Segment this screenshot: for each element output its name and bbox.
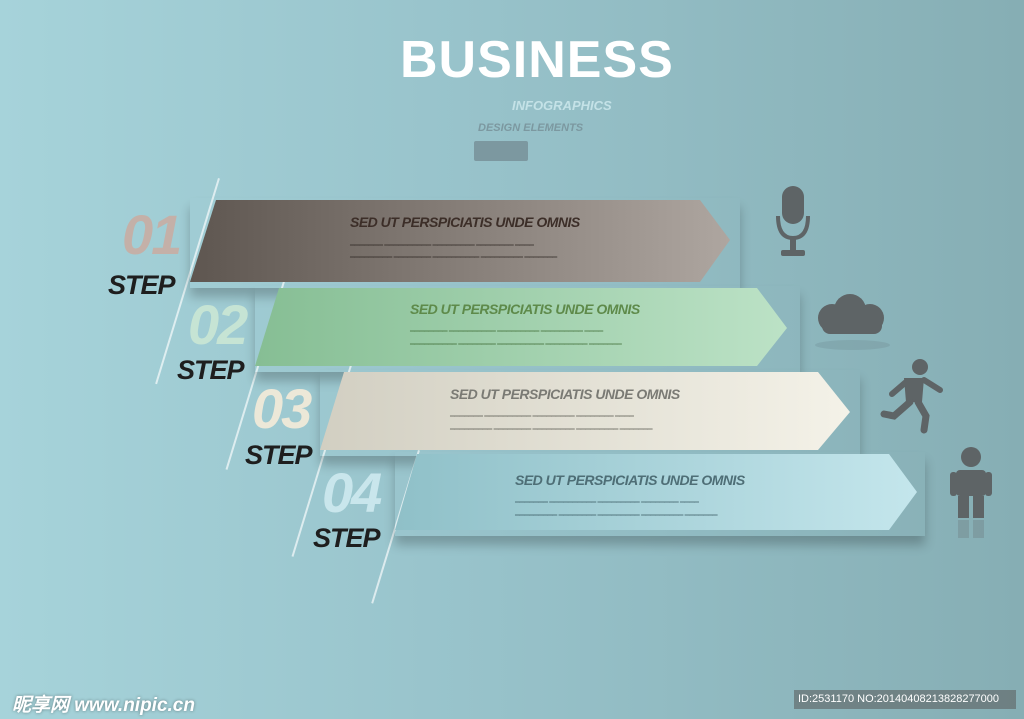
step-3-banner <box>320 372 850 450</box>
step-1-number: 01 <box>122 203 182 266</box>
page-title: BUSINESS <box>400 31 674 89</box>
step-4-number: 04 <box>322 461 382 524</box>
page-subtitle: INFOGRAPHICS <box>512 98 612 113</box>
standing-person-icon <box>950 447 992 538</box>
step-4-text-line: ═════════ ════════ ═════════ ═════════ ═… <box>515 512 718 519</box>
step-2-label: STEP <box>177 355 245 385</box>
step-1-label: STEP <box>108 270 176 300</box>
page-tagline: DESIGN ELEMENTS <box>478 122 584 134</box>
watermark-site: 昵享网 www.nipic.cn <box>12 695 195 716</box>
watermark-id: ID:2531170 NO:20140408213828277000 <box>794 690 1016 709</box>
tag-box <box>474 141 528 161</box>
step-4-heading: SED UT PERSPICIATIS UNDE OMNIS <box>515 472 745 488</box>
step-3-text-line: ═════════ ════════ ═════════ ═════════ ═… <box>450 426 653 433</box>
step-2-text-line: ══════════ ════════ ══════════ ═════════… <box>410 341 622 348</box>
step-1-text-line: ═══════ ══════════ ═════════ ════════ ══… <box>350 242 534 249</box>
microphone-icon <box>776 186 810 256</box>
step-3-number: 03 <box>252 377 312 440</box>
cloud-reflection <box>815 340 890 350</box>
running-person-icon <box>880 359 943 434</box>
step-1-banner <box>190 200 730 282</box>
cloud-icon <box>818 294 884 334</box>
step-4-banner <box>395 454 917 530</box>
step-3-label: STEP <box>245 440 313 470</box>
step-2-text-line: ════════ ══════════ ═════════ ═════════ … <box>410 328 603 335</box>
step-2-heading: SED UT PERSPICIATIS UNDE OMNIS <box>410 301 640 317</box>
step-3-heading: SED UT PERSPICIATIS UNDE OMNIS <box>450 386 680 402</box>
step-2-number: 02 <box>188 293 248 356</box>
step-4-text-line: ═══════ ══════════ ═════════ ════════ ══… <box>515 499 699 506</box>
step-1-text-line: ═════════ ════════ ══════════ ═════════ … <box>350 254 557 261</box>
step-2-banner <box>255 288 787 366</box>
step-3-text-line: ═══════ ══════════ ═════════ ════════ ══… <box>450 413 634 420</box>
step-1-heading: SED UT PERSPICIATIS UNDE OMNIS <box>350 214 580 230</box>
step-4-label: STEP <box>313 523 381 553</box>
